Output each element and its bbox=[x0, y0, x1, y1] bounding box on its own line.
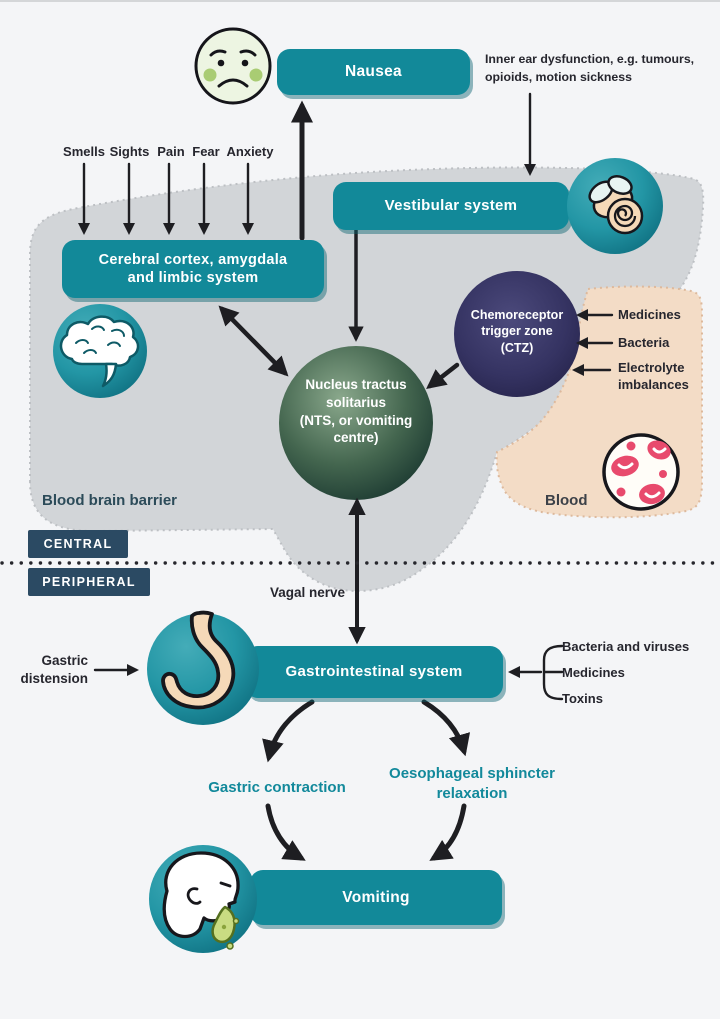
peripheral-badge: PERIPHERAL bbox=[28, 568, 150, 596]
inner-ear-note: Inner ear dysfunction, e.g. tumours, opi… bbox=[485, 52, 695, 84]
central-badge-label: CENTRAL bbox=[43, 537, 113, 551]
vomiting-label: Vomiting bbox=[342, 888, 410, 906]
gastric-contraction-label: Gastric contraction bbox=[208, 779, 346, 796]
ctz-label: Chemoreceptor trigger zone (CTZ) bbox=[470, 308, 564, 355]
cortex-pill: Cerebral cortex, amygdala and limbic sys… bbox=[62, 240, 324, 298]
ctz-to-nts-arrow bbox=[426, 362, 460, 390]
brain-icon bbox=[59, 315, 140, 388]
bbb-label: Blood brain barrier bbox=[42, 492, 178, 509]
gastric-distension-label: Gastric distension bbox=[20, 653, 88, 686]
cortex-nts-double-arrow bbox=[218, 305, 289, 377]
gi-label: Gastrointestinal system bbox=[285, 662, 463, 680]
ctz-input-label: Medicines bbox=[618, 307, 681, 322]
vestibular-label: Vestibular system bbox=[384, 196, 518, 214]
gi-to-relaxation-curve bbox=[421, 699, 471, 757]
nts-circle bbox=[279, 346, 433, 500]
ctz-circle bbox=[454, 271, 580, 397]
vomiting-pill: Vomiting bbox=[250, 870, 502, 925]
central-badge: CENTRAL bbox=[28, 530, 128, 558]
nausea-pill: Nausea bbox=[277, 49, 470, 95]
ctz-input-label: Bacteria bbox=[618, 335, 670, 350]
contraction-to-vomiting-curve bbox=[265, 803, 306, 861]
gi-input-label: Bacteria and viruses bbox=[562, 639, 690, 654]
inner-ear-icon bbox=[567, 158, 663, 254]
gi-input-label: Toxins bbox=[562, 691, 603, 706]
stomach-icon bbox=[147, 610, 259, 725]
ctz-input-label: Electrolyte imbalances bbox=[618, 360, 689, 392]
blood-cells-icon bbox=[602, 433, 680, 511]
relaxation-to-vomiting-curve bbox=[429, 803, 467, 861]
vomiting-head-icon bbox=[149, 845, 257, 953]
vestibular-pill: Vestibular system bbox=[333, 182, 569, 230]
nausea-label: Nausea bbox=[345, 63, 402, 81]
stimulus-label: Smells bbox=[63, 144, 105, 159]
stimulus-label: Fear bbox=[192, 144, 220, 159]
nts-label: Nucleus tractus solitarius (NTS, or vomi… bbox=[299, 377, 413, 446]
gi-input-bracket bbox=[542, 644, 564, 701]
gi-input-label: Medicines bbox=[562, 665, 625, 680]
gi-pill: Gastrointestinal system bbox=[245, 646, 503, 698]
vagal-nerve-label: Vagal nerve bbox=[269, 585, 345, 600]
stimulus-label: Pain bbox=[157, 144, 185, 159]
nausea-face-icon bbox=[194, 27, 272, 105]
stimulus-label: Sights bbox=[109, 144, 150, 159]
oesophageal-relaxation-label: Oesophageal sphincter relaxation bbox=[389, 765, 555, 802]
blood-label: Blood bbox=[545, 492, 588, 509]
peripheral-badge-label: PERIPHERAL bbox=[42, 575, 136, 589]
stimulus-label: Anxiety bbox=[226, 144, 274, 159]
gi-to-contraction-curve bbox=[262, 699, 315, 763]
arrows bbox=[78, 92, 614, 861]
